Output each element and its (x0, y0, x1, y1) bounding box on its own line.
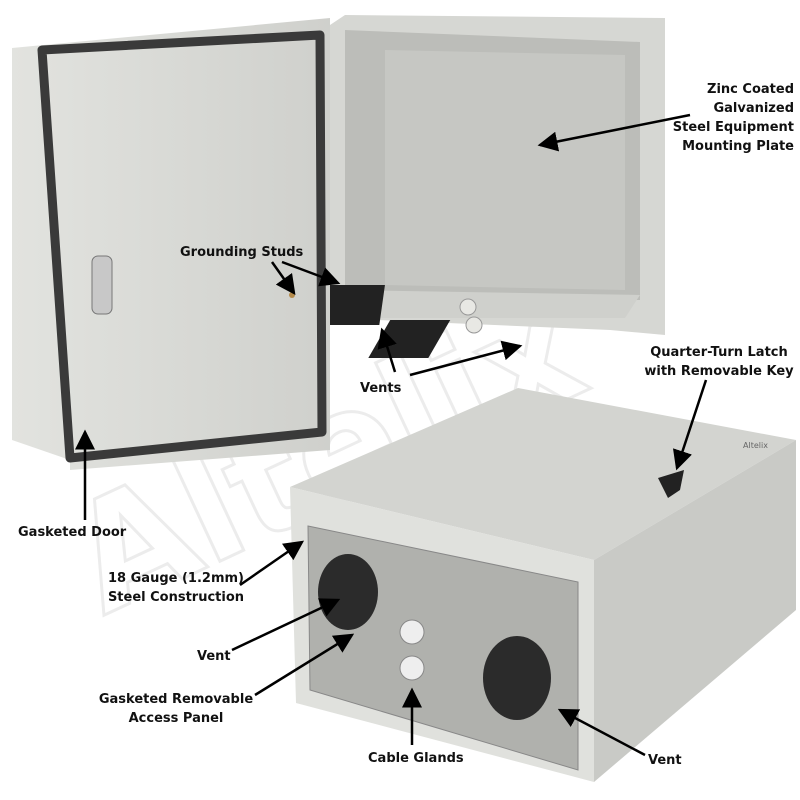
closed-enclosure: Altelix (290, 388, 796, 782)
cable-gland (399, 655, 425, 681)
label-gasketed-door: Gasketed Door (18, 525, 127, 540)
label-line: Mounting Plate (682, 139, 794, 154)
label-vent-right: Vent (648, 753, 682, 768)
label-mounting-plate: Zinc Coated Galvanized Steel Equipment M… (673, 80, 794, 156)
label-line: Steel Equipment (672, 120, 794, 135)
label-steel-construction: 18 Gauge (1.2mm) Steel Construction (96, 569, 256, 607)
door (12, 18, 330, 470)
label-vent-left: Vent (197, 649, 231, 664)
vent-right (483, 636, 551, 720)
label-line: 18 Gauge (1.2mm) (108, 571, 244, 586)
label-line: Galvanized (713, 101, 794, 116)
vent-left (318, 554, 378, 630)
label-grounding-studs: Grounding Studs (180, 245, 304, 260)
cable-gland (399, 619, 425, 645)
door-gasket (37, 30, 327, 463)
label-vents: Vents (360, 381, 402, 396)
label-line: Access Panel (128, 711, 224, 726)
vent-fan-left (319, 285, 385, 325)
label-latch: Quarter-Turn Latch with Removable Key (640, 343, 798, 381)
label-access-panel: Gasketed Removable Access Panel (90, 690, 262, 728)
callout-arrows (75, 113, 708, 757)
brand-logo: Altelix (743, 441, 768, 450)
label-line: Gasketed Removable (98, 692, 254, 707)
quarter-turn-latch-key (658, 470, 684, 498)
label-line: Steel Construction (107, 590, 245, 605)
label-line: Zinc Coated (707, 82, 794, 97)
label-cable-glands: Cable Glands (368, 751, 464, 766)
label-line: with Removable Key (644, 364, 794, 379)
label-line: Quarter-Turn Latch (650, 345, 788, 360)
mounting-plate (385, 50, 625, 290)
door-latch (91, 255, 113, 315)
